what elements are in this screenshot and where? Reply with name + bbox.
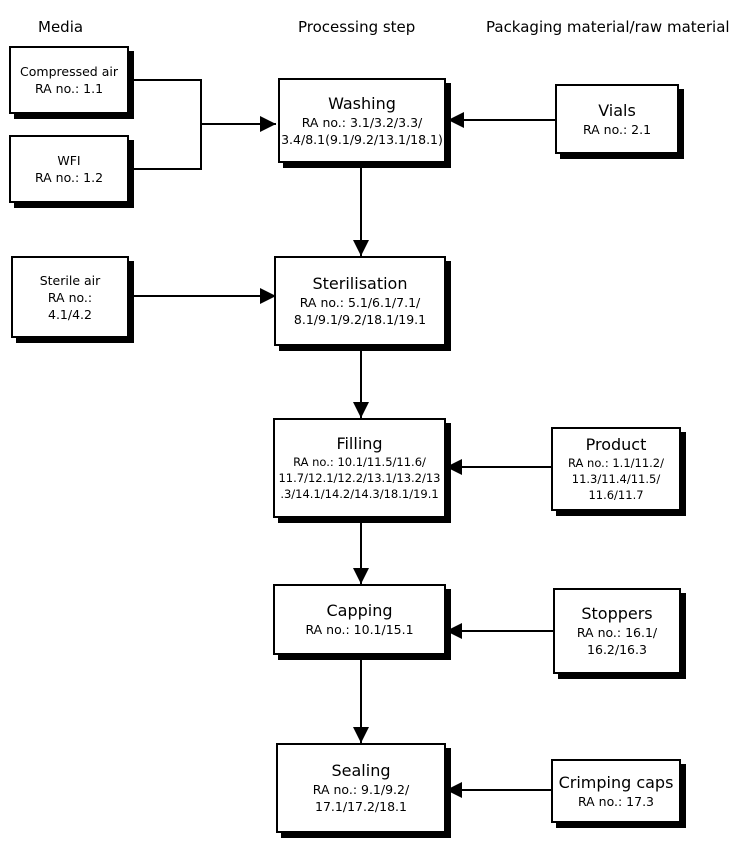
wfi-box: WFI RA no.: 1.2 bbox=[9, 135, 129, 203]
vials-title: Vials bbox=[598, 100, 636, 120]
stoppers-ra-line2: 16.2/16.3 bbox=[587, 642, 647, 657]
wfi-label: WFI bbox=[57, 153, 81, 168]
filling-ra-line1: RA no.: 10.1/11.5/11.6/ bbox=[293, 455, 426, 469]
vials-box: Vials RA no.: 2.1 bbox=[555, 84, 679, 154]
stoppers-title: Stoppers bbox=[581, 604, 653, 623]
sterile-air-box: Sterile air RA no.: 4.1/4.2 bbox=[11, 256, 129, 338]
capping-ra-line1: RA no.: 10.1/15.1 bbox=[305, 622, 414, 637]
sterilisation-ra-line2: 8.1/9.1/9.2/18.1/19.1 bbox=[293, 312, 427, 327]
packaging-column-header: Packaging material/raw material bbox=[486, 18, 730, 36]
product-title: Product bbox=[585, 435, 647, 454]
crimping-caps-title: Crimping caps bbox=[558, 772, 674, 792]
washing-step-box: Washing RA no.: 3.1/3.2/3.3/ 3.4/8.1(9.1… bbox=[278, 78, 446, 163]
product-ra-line1: RA no.: 1.1/11.2/ bbox=[568, 456, 664, 470]
capping-title: Capping bbox=[326, 601, 393, 620]
sealing-ra-line1: RA no.: 9.1/9.2/ bbox=[312, 782, 410, 797]
filling-title: Filling bbox=[336, 434, 383, 453]
filling-ra-line2: 11.7/12.1/12.2/13.1/13.2/13 bbox=[278, 471, 441, 485]
compressed-air-label: Compressed air bbox=[20, 64, 118, 79]
sealing-ra-line2: 17.1/17.2/18.1 bbox=[315, 799, 407, 814]
sealing-title: Sealing bbox=[331, 761, 391, 780]
sealing-step-box: Sealing RA no.: 9.1/9.2/ 17.1/17.2/18.1 bbox=[276, 743, 446, 833]
wfi-ra: RA no.: 1.2 bbox=[34, 170, 104, 185]
vials-ra: RA no.: 2.1 bbox=[582, 121, 652, 137]
sterilisation-title: Sterilisation bbox=[312, 274, 408, 293]
compressed-air-ra: RA no.: 1.1 bbox=[34, 81, 104, 96]
washing-title: Washing bbox=[328, 93, 396, 113]
sterile-air-label: Sterile air bbox=[39, 272, 101, 288]
filling-ra-line3: .3/14.1/14.2/14.3/18.1/19.1 bbox=[280, 487, 439, 501]
washing-ra-line1: RA no.: 3.1/3.2/3.3/ bbox=[301, 114, 423, 130]
sterilisation-step-box: Sterilisation RA no.: 5.1/6.1/7.1/ 8.1/9… bbox=[274, 256, 446, 346]
compressed-air-box: Compressed air RA no.: 1.1 bbox=[9, 46, 129, 114]
stoppers-ra-line1: RA no.: 16.1/ bbox=[576, 625, 658, 640]
processing-step-column-header: Processing step bbox=[298, 18, 416, 36]
capping-step-box: Capping RA no.: 10.1/15.1 bbox=[273, 584, 446, 655]
product-ra-line2: 11.3/11.4/11.5/ bbox=[571, 472, 661, 486]
crimping-caps-box: Crimping caps RA no.: 17.3 bbox=[551, 759, 681, 823]
product-ra-line3: 11.6/11.7 bbox=[588, 488, 644, 502]
washing-ra-line2: 3.4/8.1(9.1/9.2/13.1/18.1) bbox=[281, 131, 443, 147]
filling-step-box: Filling RA no.: 10.1/11.5/11.6/ 11.7/12.… bbox=[273, 418, 446, 518]
sterile-air-ra-values: 4.1/4.2 bbox=[48, 306, 92, 322]
sterile-air-ra-label: RA no.: bbox=[47, 289, 93, 305]
sterilisation-ra-line1: RA no.: 5.1/6.1/7.1/ bbox=[299, 295, 421, 310]
stoppers-box: Stoppers RA no.: 16.1/ 16.2/16.3 bbox=[553, 588, 681, 674]
media-column-header: Media bbox=[38, 18, 84, 36]
product-box: Product RA no.: 1.1/11.2/ 11.3/11.4/11.5… bbox=[551, 427, 681, 511]
crimping-caps-ra: RA no.: 17.3 bbox=[577, 793, 655, 809]
